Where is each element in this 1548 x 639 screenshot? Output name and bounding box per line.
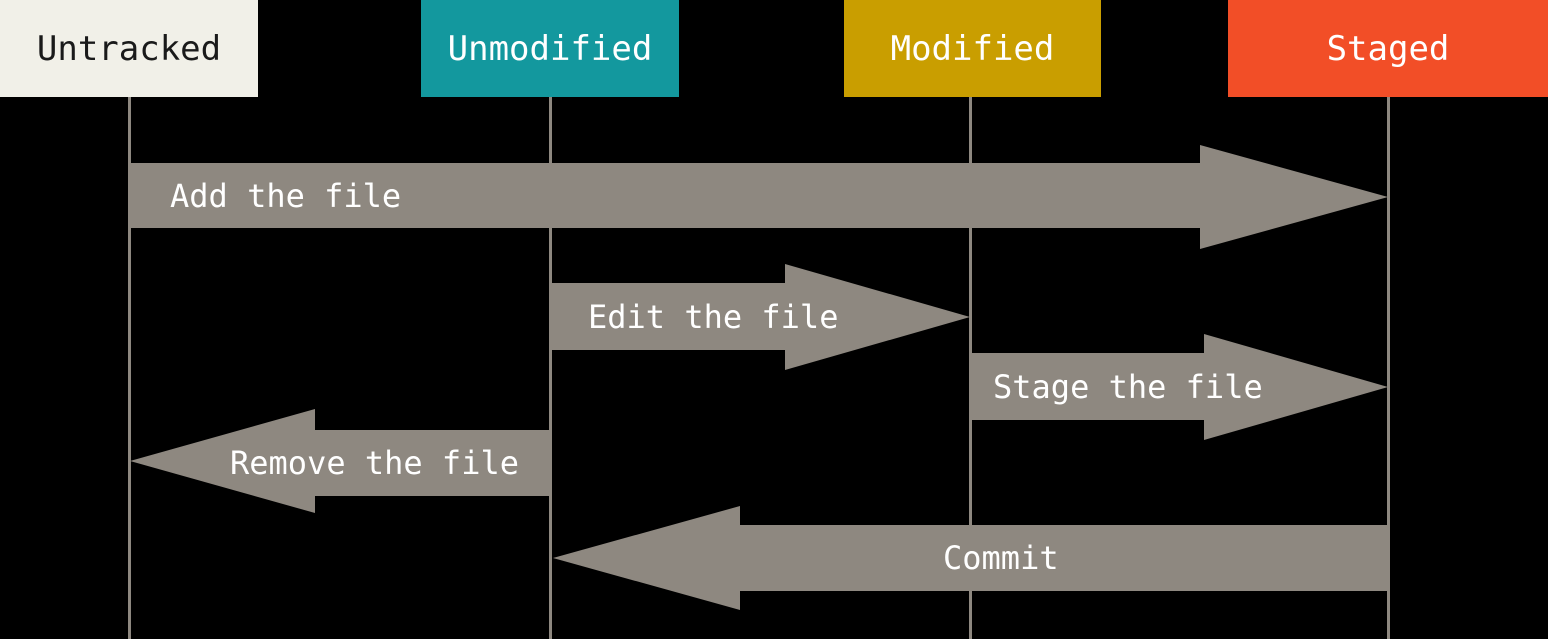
arrow-head-left-icon bbox=[553, 506, 740, 610]
arrow-head-right-icon bbox=[1204, 334, 1388, 440]
lifeline-unmodified bbox=[549, 97, 552, 639]
arrow-body bbox=[738, 525, 1389, 591]
state-label-unmodified: Unmodified bbox=[447, 28, 653, 69]
lifeline-untracked bbox=[128, 97, 131, 639]
arrow-body bbox=[971, 353, 1206, 420]
state-box-unmodified: Unmodified bbox=[421, 0, 679, 97]
arrow-head-right-icon bbox=[1200, 145, 1388, 249]
arrow-label: Remove the file bbox=[230, 444, 519, 482]
state-box-staged: Staged bbox=[1228, 0, 1548, 97]
arrow-label: Edit the file bbox=[588, 297, 839, 336]
lifeline-staged bbox=[1387, 97, 1390, 639]
arrow-head-right-icon bbox=[785, 264, 970, 370]
lifeline-modified bbox=[969, 97, 972, 639]
arrow-body bbox=[551, 283, 787, 350]
state-box-modified: Modified bbox=[844, 0, 1101, 97]
arrow-label: Commit bbox=[943, 539, 1059, 577]
state-label-staged: Staged bbox=[1326, 28, 1450, 69]
state-box-untracked: Untracked bbox=[0, 0, 258, 97]
arrow-body bbox=[313, 430, 551, 496]
state-label-untracked: Untracked bbox=[36, 28, 222, 69]
arrow-label: Stage the file bbox=[993, 367, 1263, 406]
state-label-modified: Modified bbox=[890, 28, 1055, 69]
arrow-body bbox=[130, 163, 1202, 228]
arrow-head-left-icon bbox=[130, 409, 315, 513]
arrow-label: Add the file bbox=[170, 176, 402, 215]
